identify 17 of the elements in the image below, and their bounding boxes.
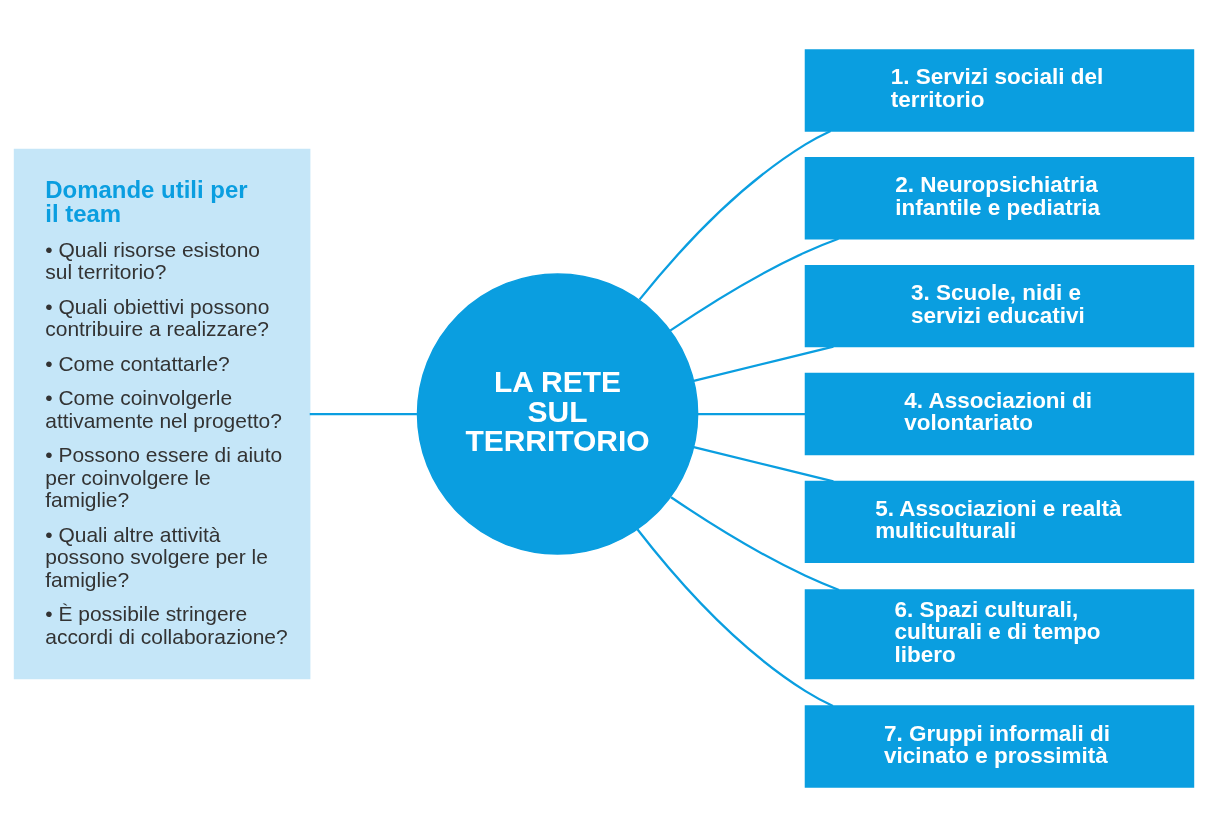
node-box: 1. Servizi sociali del territorio — [804, 49, 1195, 132]
node-box: Domande utili per il team • Quali risorse esistono sul territorio? • Quali obiettivi possono contribuire a realizzare? • Come contattarle? • Come coinvolgerle attivamente nel progetto? • Possono essere di aiuto per coinvolgere le famiglie? • Quali altre attività possono svolgere per le famiglie? • È possibile stringere accordi di collaborazione? — [13, 148, 311, 680]
connector — [669, 237, 839, 332]
connector — [636, 528, 834, 708]
node-circle: LA RETE SUL TERRITORIO — [416, 273, 699, 555]
connector — [309, 412, 417, 416]
node-box: 5. Associazioni e realtà multiculturali — [804, 480, 1195, 564]
connector — [670, 496, 840, 591]
connector — [693, 446, 834, 483]
node-box: 7. Gruppi informali di vicinato e prossimità — [804, 705, 1195, 788]
node-box: 6. Spazi culturali, culturali e di tempo libero — [804, 589, 1195, 680]
connector — [693, 345, 834, 382]
connector — [638, 129, 832, 301]
node-box: 2. Neuropsichiatria infantile e pediatria — [804, 157, 1195, 240]
connector — [697, 412, 806, 416]
node-box: 3. Scuole, nidi e servizi educativi — [804, 264, 1195, 348]
node-box: 4. Associazioni di volontariato — [804, 372, 1195, 456]
